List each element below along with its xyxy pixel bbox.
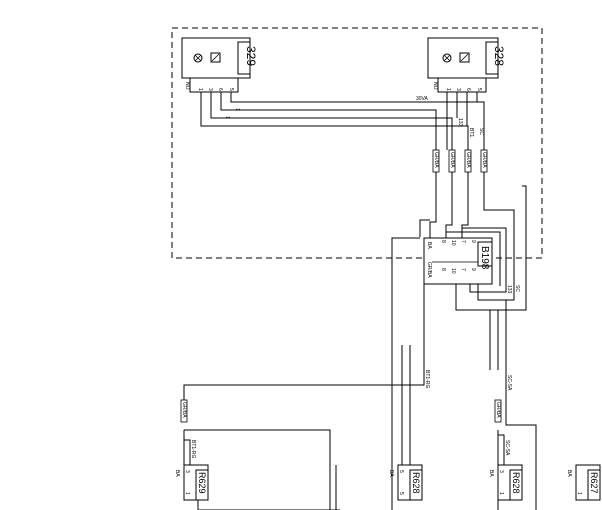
- b198-ba-label: BA: [426, 242, 432, 249]
- pin-b198-bottom-10: 10: [450, 268, 456, 274]
- wire-label-w7: SC-SA: [506, 375, 512, 391]
- wire-label-w5: SC: [478, 128, 484, 135]
- wire-label-w3: 133: [457, 118, 463, 127]
- pin-r628-left-5a: 5: [398, 470, 404, 473]
- pin-329-5: 5: [228, 88, 234, 91]
- pin-328-6: 6: [465, 88, 471, 91]
- pin-r629-3: 3: [184, 470, 190, 473]
- component-b198: B198 8 10 7 9 8 10 7 9 BA GR/BA: [423, 237, 493, 285]
- pin-328-3: 3: [455, 88, 461, 91]
- component-329: 329 NO 1 3 6 5: [181, 37, 258, 93]
- wire-label-w11: 133: [506, 285, 512, 294]
- pin-r628-right-1: 1: [498, 492, 504, 495]
- b198-grba-label: GR/BA: [426, 262, 432, 278]
- component-b198-label: B198: [479, 246, 490, 270]
- wire-label-w2: 1: [224, 116, 230, 119]
- pin-r628-left-5b: 5: [398, 492, 404, 495]
- connector-tag-6: GR/BA: [495, 402, 501, 418]
- wire-label-w4: BT1: [468, 128, 474, 137]
- component-r628-left-label: R628: [411, 472, 421, 494]
- connector-tag-5: GR/BA: [181, 402, 187, 418]
- component-r628-right-label: R628: [511, 472, 521, 494]
- wire-label-30va: 30VA: [416, 96, 429, 102]
- pin-328-1: 1: [445, 88, 451, 91]
- switch-icon: [210, 52, 221, 63]
- component-r629: R629 BA 3 1: [174, 464, 209, 501]
- wire-bus-top: [200, 92, 485, 150]
- pin-b198-bottom-8: 8: [440, 268, 446, 271]
- pin-329-no: NO: [184, 82, 190, 90]
- component-r627-label: R627: [589, 472, 599, 494]
- component-328-label: 328: [492, 46, 506, 66]
- r627-ba-label: BA: [566, 470, 572, 477]
- wire-label-w9: SC-SA: [504, 440, 510, 456]
- switch-icon: [459, 52, 470, 63]
- lamp-icon: [193, 53, 203, 63]
- connector-tag-2: GR/BA: [449, 152, 455, 168]
- pin-r628-right-3: 3: [498, 470, 504, 473]
- pin-r627-1: 1: [576, 492, 582, 495]
- pin-b198-top-9: 9: [470, 240, 476, 243]
- r628-left-ba-label: BA: [388, 470, 394, 477]
- wire-label-w8: BT1-RG: [190, 440, 196, 458]
- wire-label-w6: BT1-RG: [424, 370, 430, 388]
- wire-label-w12: SC: [514, 285, 520, 292]
- lower-connector-tags: GR/BA GR/BA: [180, 399, 502, 423]
- pin-b198-bottom-7: 7: [460, 268, 466, 271]
- component-r628-right: R628 BA 3 1: [488, 464, 523, 501]
- pin-328-no: NO: [432, 82, 438, 90]
- connector-tag-3: GR/BA: [465, 152, 471, 168]
- lamp-icon: [442, 53, 452, 63]
- pin-b198-top-8: 8: [440, 240, 446, 243]
- wires-lower: [183, 283, 537, 510]
- component-329-label: 329: [244, 46, 258, 66]
- pin-r629-1: 1: [184, 492, 190, 495]
- component-r629-label: R629: [197, 472, 207, 494]
- pin-329-1: 1: [197, 88, 203, 91]
- dashed-enclosure: [171, 27, 543, 259]
- component-r627: R627 BA 1: [566, 464, 601, 501]
- wires-to-b198: [391, 172, 527, 345]
- r628-right-ba-label: BA: [488, 470, 494, 477]
- pin-329-3: 3: [207, 88, 213, 91]
- pin-b198-bottom-9: 9: [470, 268, 476, 271]
- pin-b198-top-10: 10: [450, 240, 456, 246]
- wire-label-w1: 1: [234, 108, 240, 111]
- connector-tag-1: GR/BA: [433, 152, 439, 168]
- r629-ba-label: BA: [174, 470, 180, 477]
- connector-tags: GR/BA GR/BA GR/BA GR/BA: [432, 149, 488, 173]
- component-328: 328 NO 1 3 6 5: [427, 37, 506, 93]
- pin-b198-top-7: 7: [460, 240, 466, 243]
- pin-328-5: 5: [476, 88, 482, 91]
- component-r628-left: R628 BA 5 5: [388, 464, 423, 501]
- connector-tag-4: GR/BA: [481, 152, 487, 168]
- pin-329-6: 6: [217, 88, 223, 91]
